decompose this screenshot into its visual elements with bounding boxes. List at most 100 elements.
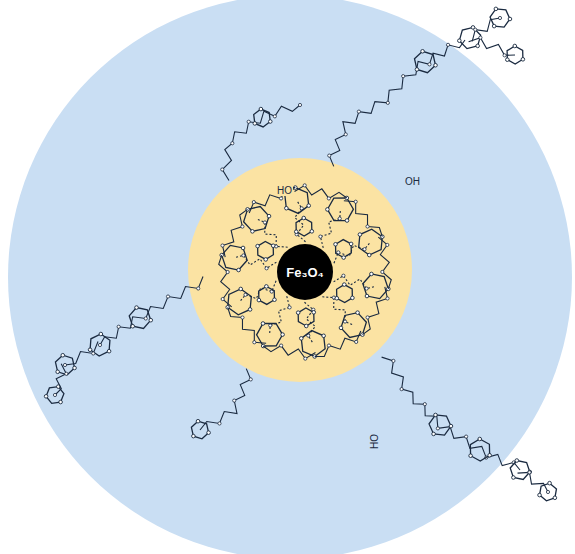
oxygen-atom: [273, 298, 277, 302]
oxygen-atom: [415, 68, 419, 72]
oxygen-atom: [192, 434, 196, 438]
core-particle: Fe₃O₄: [277, 244, 333, 300]
oxygen-atom: [61, 353, 65, 357]
oxygen-atom: [357, 110, 360, 113]
sugar-ring: [228, 289, 252, 315]
oxygen-atom: [107, 349, 111, 353]
oxygen-atom: [98, 343, 101, 346]
sugar-ring: [254, 109, 271, 127]
oxygen-atom: [515, 459, 519, 463]
oxygen-atom: [253, 122, 257, 126]
polymer-chain: [344, 201, 382, 237]
oxygen-atom: [428, 63, 431, 66]
oxygen-atom: [432, 432, 436, 436]
core-label: Fe₃O₄: [286, 265, 324, 280]
oxygen-atom: [367, 253, 371, 257]
oxygen-atom: [304, 324, 308, 328]
oxygen-atom: [508, 17, 512, 21]
oxygen-atom: [506, 58, 510, 62]
hydroxyl-label: HO: [369, 433, 380, 450]
polymer-chains: [44, 7, 556, 501]
oxygen-atom: [257, 298, 261, 302]
oxygen-atom: [449, 424, 453, 428]
oxygen-atom: [328, 154, 331, 157]
sugar-ring: [470, 439, 489, 461]
oxygen-atom: [65, 372, 68, 375]
oxygen-atom: [249, 378, 252, 381]
oxygen-atom: [356, 311, 360, 315]
oxygen-atom: [268, 120, 272, 124]
polymer-chain: [378, 237, 391, 289]
oxygen-atom: [488, 453, 492, 457]
oxygen-atom: [553, 496, 557, 500]
polymer-chain: [322, 297, 353, 325]
polymer-chain: [256, 219, 287, 247]
polymer-chain: [263, 346, 315, 359]
oxygen-atom: [355, 340, 358, 343]
oxygen-atom: [381, 270, 384, 273]
oxygen-atom: [358, 233, 362, 237]
oxygen-atom: [351, 296, 355, 300]
oxygen-atom: [538, 493, 542, 497]
oxygen-atom: [273, 115, 276, 118]
oxygen-atom: [492, 24, 496, 28]
oxygen-atom: [53, 393, 56, 396]
polymer-chain: [469, 38, 515, 56]
outer-shell: [8, 0, 572, 554]
oxygen-atom: [226, 270, 229, 273]
oxygen-atom: [221, 168, 224, 171]
polymer-chain: [362, 287, 387, 335]
oxygen-atom: [498, 16, 501, 19]
oxygen-atom: [44, 395, 48, 399]
oxygen-atom: [326, 208, 330, 212]
oxygen-atom: [434, 63, 438, 67]
oxygen-atom: [303, 184, 306, 187]
polymer-chain: [222, 105, 300, 180]
oxygen-atom: [521, 58, 525, 62]
oxygen-atom: [304, 357, 307, 360]
oxygen-atom: [237, 268, 241, 272]
oxygen-atom: [479, 36, 482, 39]
oxygen-atom: [271, 244, 275, 248]
oxygen-atom: [434, 413, 438, 417]
oxygen-atom: [365, 294, 369, 298]
oxygen-atom: [92, 352, 95, 355]
inner-shell: [188, 158, 412, 382]
oxygen-atom: [264, 258, 268, 262]
oxygen-atom: [402, 75, 405, 78]
oxygen-atom: [131, 324, 135, 328]
oxygen-atom: [327, 197, 330, 200]
sugar-ring: [459, 27, 480, 48]
oxygen-atom: [241, 225, 244, 228]
oxygen-atom: [261, 322, 265, 326]
polymer-chain: [228, 307, 266, 343]
oxygen-atom: [99, 332, 103, 336]
oxygen-atom: [207, 431, 211, 435]
oxygen-atom: [342, 274, 345, 277]
oxygen-atom: [73, 366, 77, 370]
oxygen-atom: [248, 308, 252, 312]
oxygen-atom: [296, 311, 300, 315]
polymer-chain: [65, 342, 98, 365]
oxygen-atom: [218, 422, 221, 425]
oxygen-atom: [436, 427, 439, 430]
polymer-chain: [329, 40, 465, 166]
hydroxyl-label: HO: [276, 185, 293, 196]
sugar-ring: [363, 274, 388, 299]
oxygen-atom: [298, 103, 301, 106]
oxygen-atom: [302, 216, 306, 220]
sugar-ring: [337, 285, 353, 303]
polymer-chain: [472, 18, 500, 41]
sugar-ring: [90, 334, 110, 356]
sugar-ring: [341, 313, 366, 338]
sugar-ring: [191, 421, 208, 439]
oxygen-atom: [197, 287, 200, 290]
oxygen-atom: [342, 256, 346, 260]
oxygen-atom: [319, 235, 322, 238]
oxygen-atom: [349, 242, 353, 246]
oxygen-atom: [370, 272, 374, 276]
oxygen-atom: [267, 214, 271, 218]
sugar-ring: [296, 218, 312, 236]
oxygen-atom: [63, 363, 66, 366]
oxygen-atom: [548, 481, 552, 485]
